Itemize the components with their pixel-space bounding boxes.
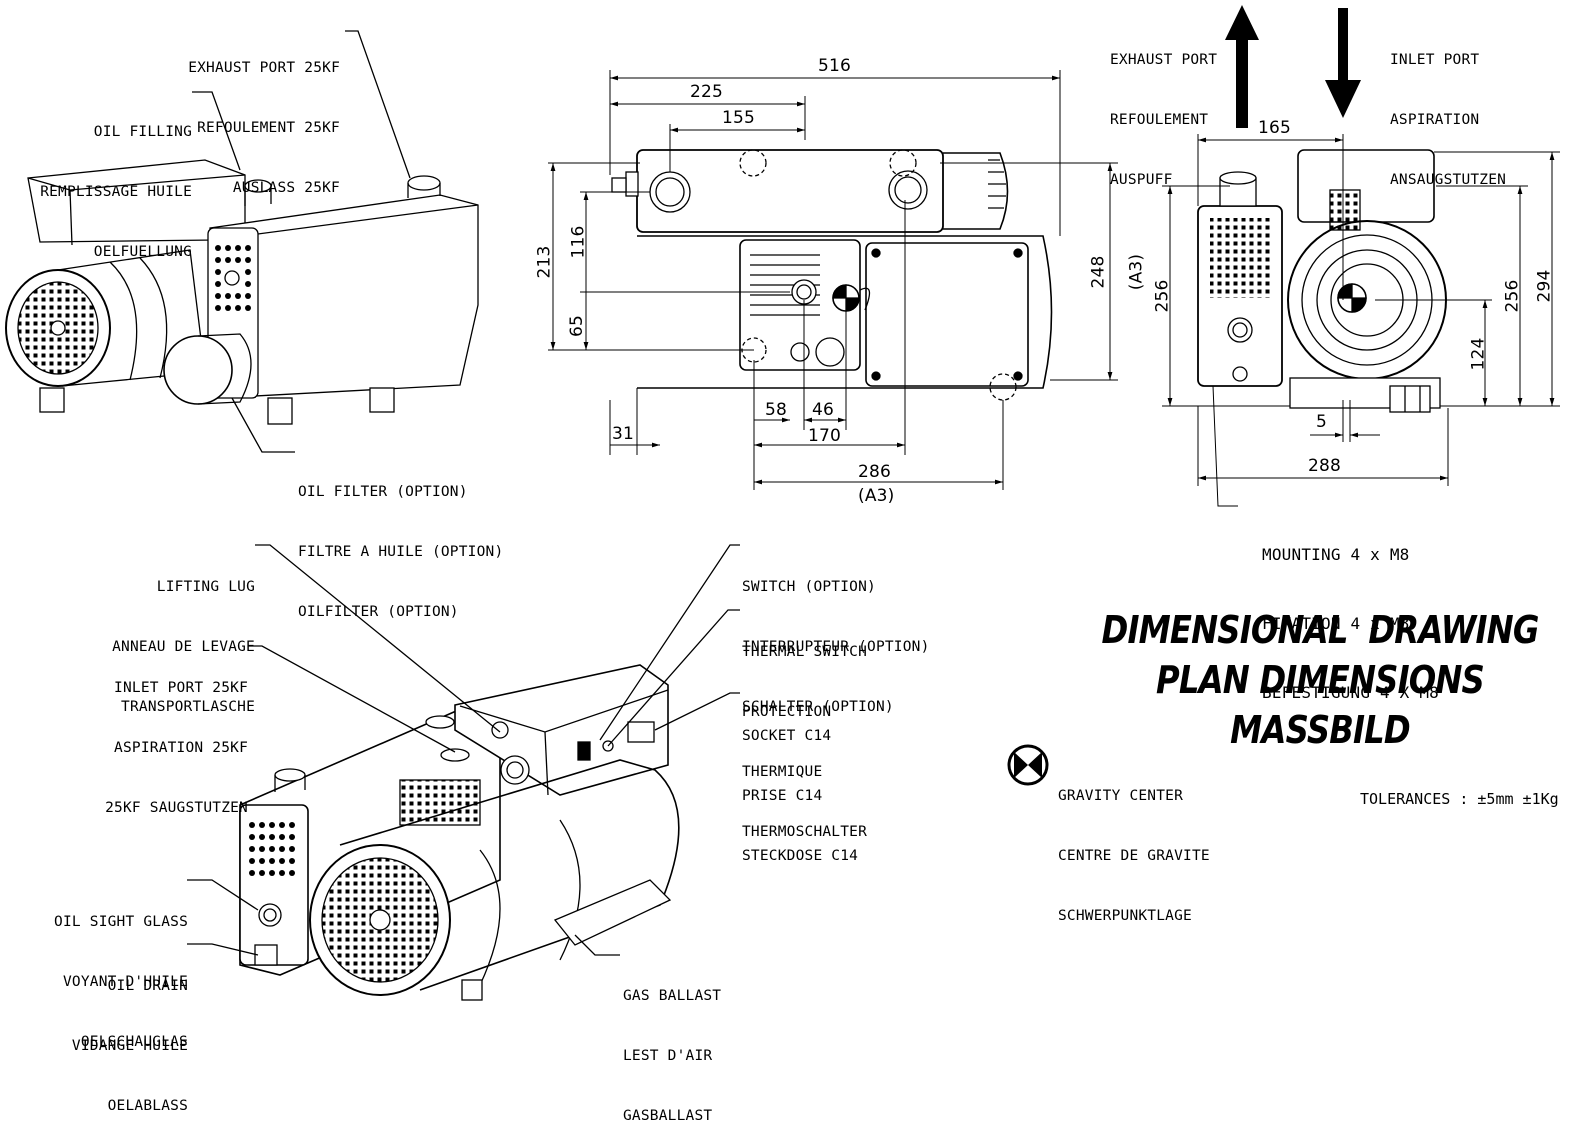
dim-116: 116 [568, 225, 589, 259]
callout-oil-filling: OIL FILLING REMPLISSAGE HUILE OELFUELLUN… [8, 82, 192, 282]
dim-213: 213 [534, 245, 555, 279]
dim-256-right: 256 [1502, 279, 1523, 313]
callout-line: OIL FILLING [93, 124, 192, 140]
callout-line: 25KF SAUGSTUTZEN [105, 800, 248, 816]
dim-46: 46 [812, 400, 835, 420]
callout-switch: SWITCH (OPTION) INTERRUPTEUR (OPTION) SC… [742, 537, 930, 737]
pump-front-view [611, 149, 1053, 401]
dim-294: 294 [1534, 269, 1555, 303]
dim-155: 155 [722, 108, 756, 128]
callout-line: GAS BALLAST [623, 988, 722, 1004]
callout-line: EXHAUST PORT 25KF [188, 60, 340, 76]
gravity-center-legend: GRAVITY CENTER CENTRE DE GRAVITE SCHWERP… [1058, 746, 1210, 946]
pump-side-view [1197, 149, 1447, 413]
dim-58: 58 [765, 400, 788, 420]
callout-line: ASPIRATION 25KF [114, 740, 248, 756]
callout-line: VIDANGE HUILE [71, 1038, 188, 1054]
dim-225: 225 [690, 82, 724, 102]
callout-line: ANNEAU DE LEVAGE [112, 639, 255, 655]
dim-31: 31 [612, 424, 635, 444]
callout-line: REFOULEMENT 25KF [197, 120, 340, 136]
callout-line: REMPLISSAGE HUILE [40, 184, 192, 200]
callout-inlet-port-25kf: INLET PORT 25KF ASPIRATION 25KF 25KF SAU… [60, 638, 248, 838]
callout-line: THERMIQUE [742, 764, 823, 780]
dim-a3-right: (A3) [1126, 253, 1147, 291]
callout-gas-ballast: GAS BALLAST LEST D'AIR GASBALLAST [623, 946, 721, 1146]
callout-line: OIL DRAIN [107, 978, 188, 994]
callout-line: LIFTING LUG [156, 579, 255, 595]
dim-65: 65 [567, 314, 588, 338]
dim-286: 286 [858, 462, 892, 482]
technical-drawing [5, 5, 1560, 1001]
dim-170: 170 [808, 426, 842, 446]
dim-165: 165 [1258, 118, 1292, 138]
callout-line: THERMAL SWITCH [742, 644, 868, 660]
pump-iso-bottom-view [239, 664, 680, 1001]
callout-line: SCHALTER (OPTION) [742, 699, 894, 715]
callout-line: REFOULEMENT [1110, 112, 1209, 128]
callout-lifting-lug: LIFTING LUG ANNEAU DE LEVAGE TRANSPORTLA… [60, 537, 255, 737]
dim-248: 248 [1088, 255, 1109, 289]
dim-516: 516 [818, 56, 852, 76]
callout-line: OIL SIGHT GLASS [54, 914, 188, 930]
callout-line: OIL FILTER (OPTION) [298, 484, 468, 500]
callout-line: INLET PORT [1390, 52, 1480, 68]
callout-line: ASPIRATION [1390, 112, 1480, 128]
pump-iso-top-view [5, 159, 479, 425]
side-dimension-lines [1162, 134, 1560, 507]
callout-line: VOYANT D'HUILE [62, 974, 188, 990]
callout-line: LEST D'AIR [623, 1048, 713, 1064]
callout-line: STECKDOSE C14 [742, 848, 859, 864]
dim-256-left: 256 [1152, 279, 1173, 313]
callout-socket: SOCKET C14 PRISE C14 STECKDOSE C14 [742, 686, 858, 886]
callout-line: ANSAUGSTUTZEN [1390, 172, 1507, 188]
callout-line: INLET PORT 25KF [114, 680, 248, 696]
callout-line: PRISE C14 [742, 788, 823, 804]
callout-line: FILTRE A HUILE (OPTION) [298, 544, 504, 560]
legend-line: SCHWERPUNKTLAGE [1058, 908, 1192, 924]
callout-line: EXHAUST PORT [1110, 52, 1218, 68]
callout-inlet-port: INLET PORT ASPIRATION ANSAUGSTUTZEN [1390, 10, 1506, 210]
callout-line: BEFESTIGUNG 4 X M8 [1262, 683, 1439, 702]
front-dimension-lines [548, 70, 1118, 490]
callout-line: FIXATION 4 x M8 [1262, 614, 1410, 633]
callout-line: OELFUELLUNG [93, 244, 192, 260]
gravity-center-icon [1007, 744, 1049, 786]
dim-288: 288 [1308, 456, 1342, 476]
legend-line: GRAVITY CENTER [1058, 788, 1184, 804]
callout-oil-filter: OIL FILTER (OPTION) FILTRE A HUILE (OPTI… [298, 442, 503, 642]
callout-line: AUSPUFF [1110, 172, 1173, 188]
callout-line: GASBALLAST [623, 1108, 713, 1124]
callout-line: SOCKET C14 [742, 728, 832, 744]
callout-line: TRANSPORTLASCHE [121, 699, 255, 715]
legend-line: CENTRE DE GRAVITE [1058, 848, 1210, 864]
callout-line: OILFILTER (OPTION) [298, 604, 459, 620]
dim-a3-bottom: (A3) [858, 486, 895, 506]
callout-mounting: MOUNTING 4 x M8 FIXATION 4 x M8 BEFESTIG… [1262, 497, 1439, 727]
title-line-1: DIMENSIONAL DRAWING [1101, 608, 1539, 652]
callout-exhaust-port: EXHAUST PORT REFOULEMENT AUSPUFF [1110, 10, 1217, 210]
callout-thermal-switch: THERMAL SWITCH PROTECTION THERMIQUE THER… [742, 602, 867, 862]
title-line-2: PLAN DIMENSIONS [1156, 658, 1485, 702]
callout-line: OELABLASS [107, 1098, 188, 1114]
callout-line: THERMOSCHALTER [742, 824, 868, 840]
callout-line: SWITCH (OPTION) [742, 579, 876, 595]
title-line-3: MASSBILD [1230, 708, 1411, 752]
callout-line: INTERRUPTEUR (OPTION) [742, 639, 930, 655]
callout-line: PROTECTION [742, 704, 832, 720]
dim-124: 124 [1468, 337, 1489, 371]
callout-oil-drain: OIL DRAIN VIDANGE HUILE OELABLASS [20, 936, 188, 1136]
tolerances-note: TOLERANCES : ±5mm ±1Kg [1360, 790, 1559, 808]
callout-exhaust-port-25kf: EXHAUST PORT 25KF REFOULEMENT 25KF AUSLA… [150, 18, 340, 218]
inlet-arrow [1325, 8, 1361, 118]
callout-line: MOUNTING 4 x M8 [1262, 545, 1410, 564]
dim-5: 5 [1316, 412, 1328, 432]
exhaust-arrow [1225, 5, 1259, 128]
callout-line: AUSLASS 25KF [232, 180, 340, 196]
